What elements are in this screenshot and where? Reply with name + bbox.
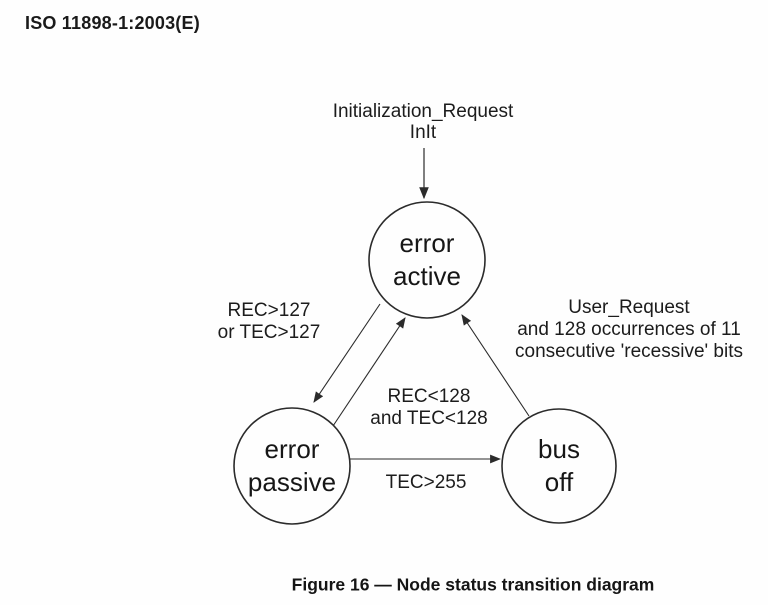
transition-label-line: Initialization_Request — [332, 101, 514, 122]
state-label-line: active — [393, 261, 461, 291]
arrow-active-to-passive — [313, 303, 381, 403]
state-label-line: error — [264, 434, 320, 464]
arrow-busoff-to-active — [461, 314, 530, 417]
transition-label-line: and TEC<128 — [370, 408, 488, 429]
state-label-line: error — [399, 228, 455, 258]
state-circle-error-active — [368, 201, 486, 319]
arrow-passive-to-active — [332, 317, 406, 427]
transition-label-line: REC<128 — [387, 386, 471, 407]
transition-label-active-to-passive: REC>127 or TEC>127 — [218, 300, 321, 344]
transition-label-passive-to-busoff: TEC>255 — [385, 472, 467, 493]
transition-label-passive-to-active: REC<128 and TEC<128 — [370, 386, 487, 430]
state-circle-error-passive — [233, 407, 351, 525]
transition-label-line: REC>127 — [227, 300, 311, 321]
state-label-bus-off: bus off — [538, 433, 580, 499]
transition-label-line: InIt — [409, 122, 437, 143]
transition-label-initialization: Initialization_Request InIt — [333, 101, 514, 143]
transition-label-line: or TEC>127 — [217, 322, 321, 343]
state-label-error-passive: error passive — [248, 433, 336, 499]
transition-label-busoff-to-active: User_Request and 128 occurrences of 11 c… — [515, 297, 743, 363]
state-label-line: off — [544, 467, 574, 497]
figure-caption: Figure 16 — Node status transition diagr… — [291, 574, 655, 595]
transition-label-line: and 128 occurrences of 11 — [517, 319, 741, 340]
document-header: ISO 11898-1:2003(E) — [25, 13, 200, 33]
state-label-line: passive — [247, 467, 337, 497]
transition-label-line: consecutive 'recessive' bits — [515, 341, 743, 362]
transition-label-line: User_Request — [568, 297, 690, 318]
state-label-error-active: error active — [393, 227, 461, 293]
state-circle-bus-off — [501, 408, 617, 524]
state-label-line: bus — [538, 434, 580, 464]
